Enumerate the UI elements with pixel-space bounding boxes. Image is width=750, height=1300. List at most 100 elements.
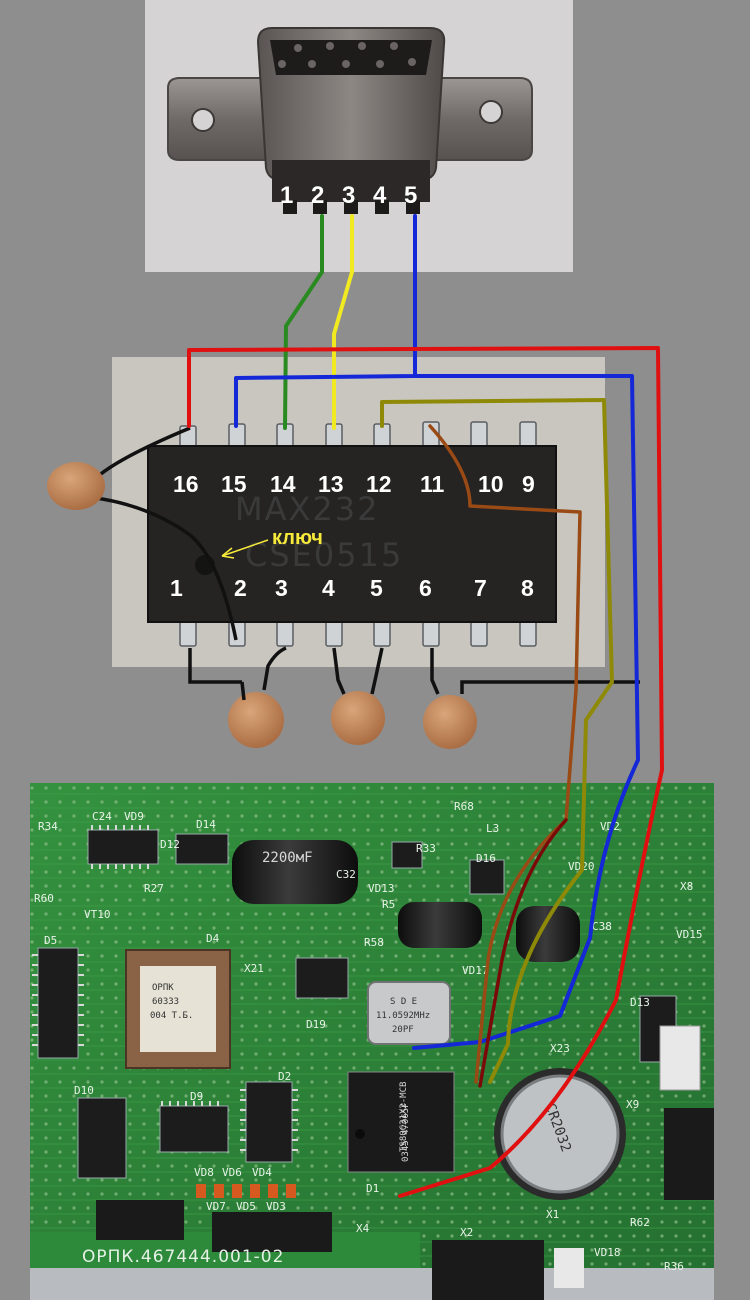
db9-pin-1-label: 1	[280, 182, 293, 209]
plcc-socket: ОРПК 60333 004 Т.Б.	[125, 949, 231, 1069]
svg-text:R5: R5	[382, 898, 395, 911]
svg-text:D19: D19	[306, 1018, 326, 1031]
plcc-marking-line3: 004 Т.Б.	[150, 1011, 193, 1021]
capacitor-c2	[331, 647, 385, 745]
svg-text:X21: X21	[244, 962, 264, 975]
svg-text:R62: R62	[630, 1216, 650, 1229]
chip-top-pin-labels: 16 15 14 13 12 11 10 9	[173, 471, 535, 497]
svg-text:C38: C38	[592, 920, 612, 933]
pcb-ics	[37, 829, 677, 1179]
svg-text:VD7: VD7	[206, 1200, 226, 1213]
ceramic-capacitors	[47, 426, 640, 749]
svg-text:D12: D12	[160, 838, 180, 851]
pin-16-label: 16	[173, 471, 199, 497]
plcc-marking-line1: ОРПК	[152, 983, 174, 993]
svg-text:VD13: VD13	[368, 882, 395, 895]
svg-text:X1: X1	[546, 1208, 559, 1221]
db9-connector-photo: 1 2 3 4 5	[145, 0, 573, 272]
pin-9-label: 9	[522, 471, 535, 497]
svg-text:C24: C24	[92, 810, 112, 823]
pin-4-label: 4	[322, 575, 335, 601]
svg-text:VD9: VD9	[124, 810, 144, 823]
svg-text:VD5: VD5	[236, 1200, 256, 1213]
svg-text:D10: D10	[74, 1084, 94, 1097]
mcu-marking-line2: 0345 47065F	[401, 1102, 411, 1162]
pin-7-label: 7	[474, 575, 487, 601]
pin-1-label: 1	[170, 575, 183, 601]
key-label: ключ	[272, 527, 323, 549]
svg-text:R58: R58	[364, 936, 384, 949]
key-arrow	[221, 539, 269, 557]
mcu-marking-line1: TS80C31X2-MCB	[399, 1082, 409, 1152]
crystal-oscillator: S D E 11.0592MHz 20PF	[367, 981, 451, 1045]
svg-text:R60: R60	[34, 892, 54, 905]
svg-text:R36: R36	[664, 1260, 684, 1273]
pin-14-label: 14	[270, 471, 296, 497]
db9-pin-2-label: 2	[311, 182, 324, 209]
crystal-marking-line2: 11.0592MHz	[376, 1011, 430, 1021]
db9-pin-labels: 1 2 3 4 5	[280, 182, 417, 209]
svg-text:VT10: VT10	[84, 908, 111, 921]
svg-text:R33: R33	[416, 842, 436, 855]
svg-text:C32: C32	[336, 868, 356, 881]
svg-text:D9: D9	[190, 1090, 203, 1103]
svg-text:R34: R34	[38, 820, 58, 833]
pin-11-label: 11	[420, 471, 445, 497]
svg-text:X23: X23	[550, 1042, 570, 1055]
wire-blue-to-board	[412, 374, 640, 1050]
svg-text:X8: X8	[680, 880, 693, 893]
wires	[187, 214, 664, 1198]
pin-13-label: 13	[318, 471, 344, 497]
max232-chip-photo: MAX232 CSE0515 16 15 14 13 12 11 10 9 1 …	[112, 357, 605, 667]
wire-red-pin16-to-board	[187, 346, 664, 1198]
wire-darkred-pin11-branch	[478, 818, 568, 1088]
chip-bottom-pin-labels: 1 2 3 4 5 6 7 8	[170, 575, 534, 601]
mcu-chip: TS80C31X2-MCB 0345 47065F	[347, 1071, 455, 1173]
svg-text:R68: R68	[454, 800, 474, 813]
coin-battery: CR2032	[494, 1068, 626, 1200]
pin-6-label: 6	[419, 575, 432, 601]
wire-blue-db5-to-pin15	[234, 214, 417, 428]
svg-text:L3: L3	[486, 822, 499, 835]
chip-marking-line1: MAX232	[235, 490, 380, 528]
svg-text:X2: X2	[460, 1226, 473, 1239]
svg-text:D1: D1	[366, 1182, 379, 1195]
pin-5-label: 5	[370, 575, 383, 601]
db9-sockets	[278, 42, 416, 68]
capacitor-c-left	[47, 426, 238, 641]
svg-text:D5: D5	[44, 934, 57, 947]
svg-text:VD6: VD6	[222, 1166, 242, 1179]
pcb-photo: ОРПК 60333 004 Т.Б. TS80C31X2-MCB 0345 4…	[30, 783, 714, 1300]
capacitor-c3	[423, 648, 640, 749]
chip-marking-line2: CSE0515	[245, 536, 403, 574]
svg-text:D2: D2	[278, 1070, 291, 1083]
svg-text:VD3: VD3	[266, 1200, 286, 1213]
pcb-headers	[96, 1025, 714, 1300]
wire-olive-pin12-to-board	[380, 398, 614, 1084]
wire-yellow-db3-to-pin13	[332, 214, 354, 430]
pin-8-label: 8	[521, 575, 534, 601]
pin-2-label: 2	[234, 575, 247, 601]
svg-text:D14: D14	[196, 818, 216, 831]
svg-text:VD18: VD18	[594, 1246, 621, 1259]
svg-text:X9: X9	[626, 1098, 639, 1111]
svg-text:VD17: VD17	[462, 964, 489, 977]
chip-body	[147, 445, 557, 623]
chip-top-leads	[179, 421, 537, 453]
svg-text:VD8: VD8	[194, 1166, 214, 1179]
svg-text:VD4: VD4	[252, 1166, 272, 1179]
cap-marking: 2200мF	[262, 850, 313, 866]
pin-3-label: 3	[275, 575, 288, 601]
db9-pin-3-label: 3	[342, 182, 355, 209]
svg-text:D13: D13	[630, 996, 650, 1009]
db9-pin-4-label: 4	[373, 182, 387, 209]
svg-text:R27: R27	[144, 882, 164, 895]
svg-text:D16: D16	[476, 852, 496, 865]
svg-text:X4: X4	[356, 1222, 370, 1235]
capacitor-c1	[188, 646, 287, 748]
board-code: ОРПК.467444.001-02	[82, 1247, 284, 1267]
svg-text:VD15: VD15	[676, 928, 703, 941]
svg-text:D4: D4	[206, 932, 220, 945]
pin-15-label: 15	[221, 471, 247, 497]
